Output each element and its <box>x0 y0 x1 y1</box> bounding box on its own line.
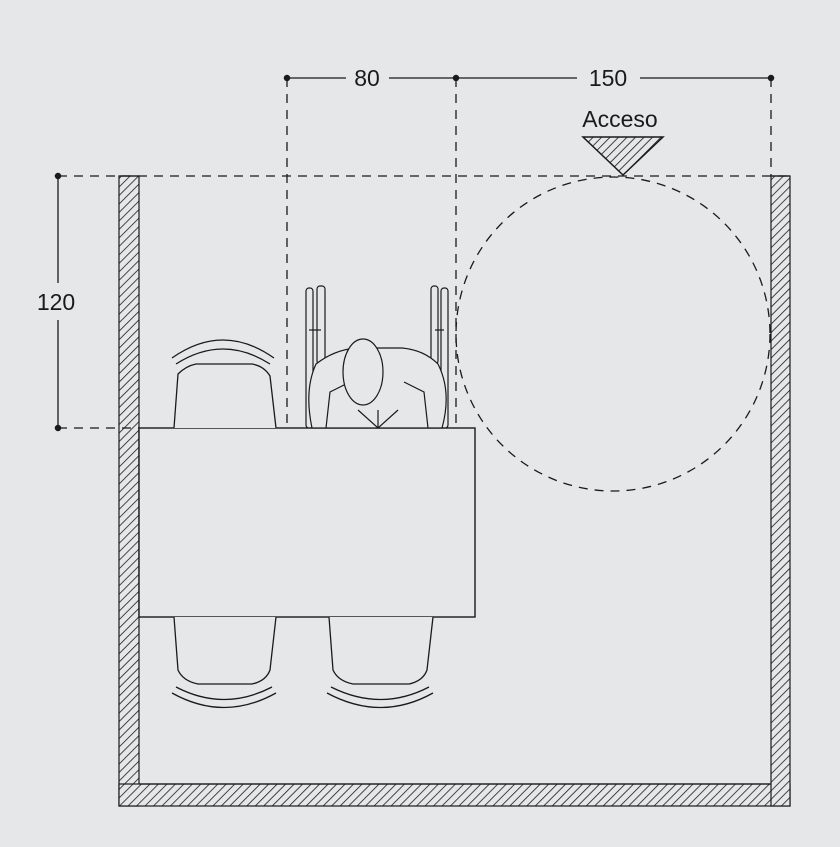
wheelchair-user-icon <box>305 285 449 429</box>
chair-top-left <box>171 339 277 429</box>
chairs <box>171 339 434 709</box>
dimension-guides <box>58 78 790 492</box>
right-wall <box>770 175 791 807</box>
dimension-80-label: 80 <box>354 65 380 91</box>
bottom-wall <box>118 783 791 807</box>
dimension-120-label: 120 <box>37 289 75 315</box>
chair-bottom-middle <box>326 616 434 709</box>
dining-table <box>138 427 476 618</box>
turning-circle <box>455 176 771 492</box>
access-arrow-icon <box>581 136 665 177</box>
left-wall <box>118 175 140 807</box>
dimension-lines <box>54 74 775 432</box>
access-label: Acceso <box>582 106 657 132</box>
room-walls <box>118 175 791 807</box>
dimension-150-label: 150 <box>589 65 627 91</box>
chair-bottom-left <box>171 616 277 709</box>
